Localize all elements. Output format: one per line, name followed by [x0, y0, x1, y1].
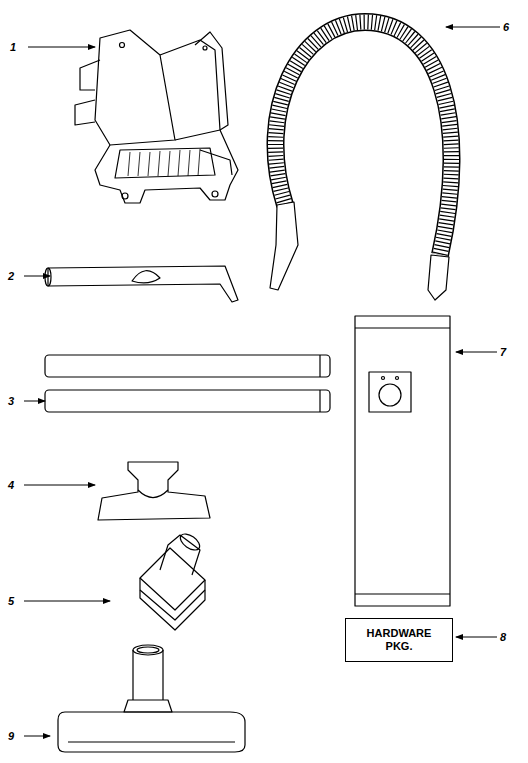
callout-number: 8	[500, 632, 506, 643]
callout-number: 3	[8, 396, 14, 407]
callout-number: 4	[8, 480, 14, 491]
leader-lines	[24, 27, 500, 736]
dust-bag	[355, 316, 450, 606]
upholstery-tool	[98, 462, 210, 520]
crevice-tool	[45, 266, 238, 302]
bag-frame	[75, 30, 238, 203]
callout-number: 5	[8, 596, 14, 607]
floor-tool	[58, 645, 245, 752]
hardware-package-box: HARDWARE PKG.	[345, 618, 453, 662]
callout-number: 7	[500, 347, 506, 358]
callout-number: 2	[8, 271, 14, 282]
callout-number: 6	[503, 22, 509, 33]
extension-wands	[45, 355, 330, 412]
hose	[270, 22, 451, 300]
callout-number: 1	[10, 42, 16, 53]
callout-number: 9	[8, 731, 14, 742]
dusting-brush	[140, 531, 205, 630]
node-text: HARDWARE PKG.	[360, 627, 438, 652]
